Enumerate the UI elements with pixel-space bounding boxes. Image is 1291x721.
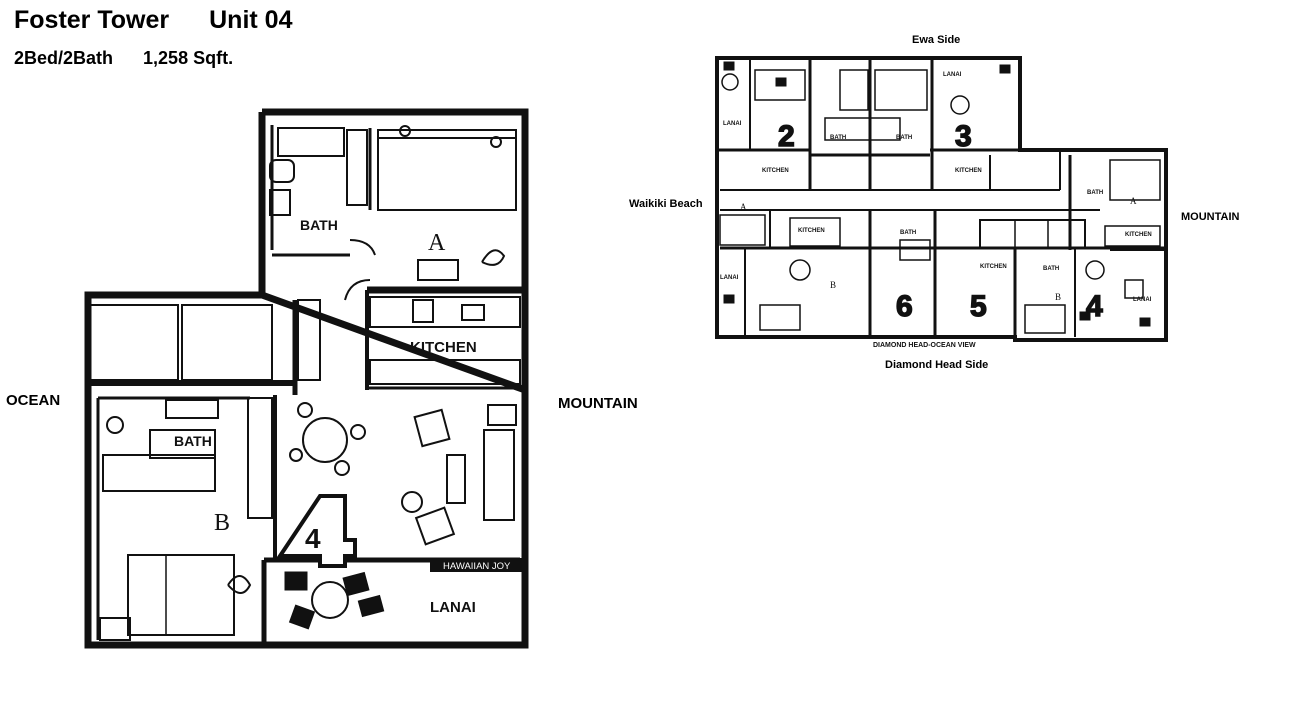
floor-bath-label: BATH [1043,266,1059,272]
floor-lanai-label: LANAI [723,121,742,127]
floor-outline [715,56,1168,342]
floor-lanai-label: LANAI [720,275,739,281]
floor-unit-number-2: 2 [778,120,795,153]
floor-kitchen-label: KITCHEN [798,228,825,234]
floor-bedroom-b-label: B [1055,292,1061,302]
unit-floor-plan [84,108,529,649]
floor-unit-number-6: 6 [896,290,913,323]
page-title: Foster Tower Unit 04 [14,6,292,35]
waikiki-beach-label: Waikiki Beach [629,198,703,210]
unit-summary: 2Bed/2Bath 1,258 Sqft. [14,48,233,69]
floor-unit-number-4: 4 [1086,290,1103,323]
floor-unit-number-5: 5 [970,290,987,323]
outer-wall [84,108,529,649]
ocean-direction-label: OCEAN [6,392,61,409]
lanai-label: LANAI [430,599,476,616]
floor-kitchen-label: KITCHEN [980,264,1007,270]
floor-unit-number-3: 3 [955,120,972,153]
floor-kitchen-label: KITCHEN [955,168,982,174]
floor-bath-label: BATH [896,135,912,141]
floor-bedroom-b-label: B [830,280,836,290]
ewa-side-label: Ewa Side [912,34,961,46]
floor-kitchen-label: KITCHEN [1125,232,1152,238]
floor-lanai-label: LANAI [1133,297,1152,303]
kitchen-label: KITCHEN [410,339,477,356]
floor-kitchen-label: KITCHEN [762,168,789,174]
diamond-head-ocean-view-label: DIAMOND HEAD-OCEAN VIEW [873,342,976,349]
bath-a-label: BATH [300,217,338,233]
floor-lanai-label: LANAI [943,72,962,78]
building-name: Foster Tower [14,6,170,34]
floor-mountain-label: MOUNTAIN [1181,211,1240,223]
unit-area: 1,258 Sqft. [143,48,234,68]
building-floor-plan [715,56,1168,342]
unit-number-outline [276,494,357,568]
floor-bath-label: BATH [900,230,916,236]
hawaiian-joy-watermark: HAWAIIAN JOY [443,561,511,572]
mountain-direction-label: MOUNTAIN [558,395,638,412]
unit-number-label: 4 [305,523,321,554]
bath-b-label: BATH [174,433,212,449]
floor-bath-label: BATH [830,135,846,141]
floor-bath-label: BATH [1087,190,1103,196]
beds-baths: 2Bed/2Bath [14,48,114,68]
bedroom-b-label: B [214,510,230,536]
bedroom-a-label: A [428,230,446,256]
unit-name: Unit 04 [209,6,293,34]
diamond-head-side-label: Diamond Head Side [885,359,989,371]
floor-bedroom-a-label: A [740,202,747,212]
floor-bedroom-a-label: A [1130,196,1137,206]
